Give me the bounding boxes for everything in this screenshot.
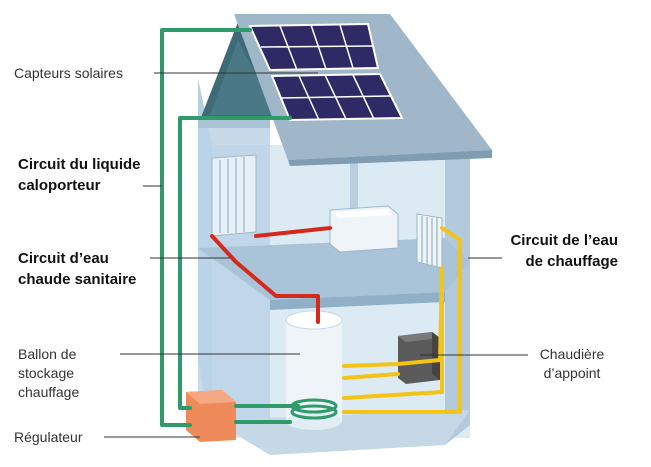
solar-panels bbox=[248, 22, 404, 122]
label-circuit-liquide-line2: caloporteur bbox=[18, 177, 101, 194]
heat-coil bbox=[290, 398, 338, 420]
leader-lines bbox=[104, 72, 528, 438]
bathtub bbox=[329, 205, 399, 253]
boiler bbox=[398, 332, 440, 384]
label-chaudiere-line2: d’appoint bbox=[543, 365, 601, 381]
floor-upper-edge bbox=[270, 292, 445, 310]
wall-cut-edge bbox=[198, 120, 270, 128]
radiator-tall bbox=[211, 154, 257, 237]
house-right-wall bbox=[445, 150, 470, 445]
label-chauffage-line1: Circuit de l’eau bbox=[510, 232, 618, 249]
label-ballon-line1: Ballon de bbox=[18, 346, 77, 362]
gable-inner bbox=[210, 40, 276, 115]
label-circuit-liquide-line1: Circuit du liquide bbox=[18, 156, 141, 173]
label-eau-chaude-line2: chaude sanitaire bbox=[18, 271, 137, 288]
label-eau-chaude-line1: Circuit d’eau bbox=[18, 250, 109, 267]
red-pipe bbox=[210, 226, 332, 324]
label-capteurs-solaires: Capteurs solaires bbox=[14, 65, 123, 81]
label-regulateur: Régulateur bbox=[14, 429, 83, 445]
floor-upper bbox=[198, 238, 470, 300]
regulator-box bbox=[186, 390, 236, 442]
yellow-pipe bbox=[342, 226, 462, 414]
green-pipe bbox=[160, 28, 300, 427]
label-chaudiere-line1: Chaudière bbox=[539, 346, 605, 362]
roof-edge bbox=[288, 150, 492, 166]
label-chauffage-line2: de chauffage bbox=[525, 253, 618, 270]
label-ballon-line3: chauffage bbox=[18, 384, 80, 400]
label-ballon-line2: stockage bbox=[18, 365, 75, 381]
heating-radiator bbox=[416, 213, 443, 269]
